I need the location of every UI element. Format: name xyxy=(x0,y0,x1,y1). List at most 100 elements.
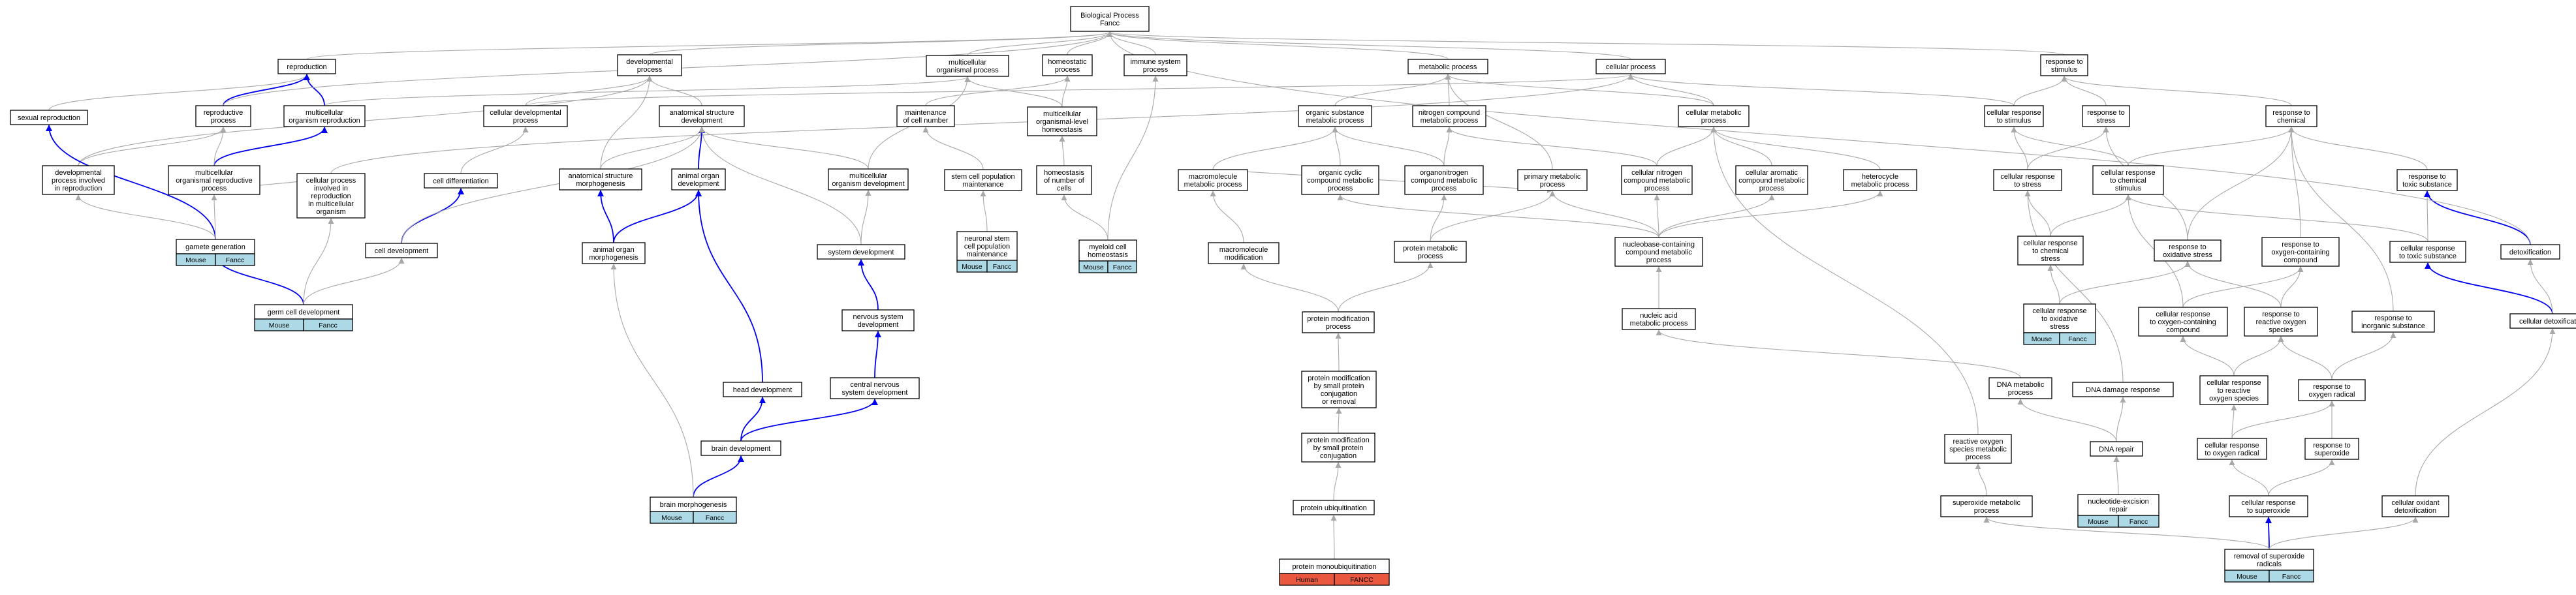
go-term-sysdev[interactable]: system development xyxy=(817,244,905,260)
go-term-label: process xyxy=(211,117,236,125)
go-term-dnadamage[interactable]: DNA damage response xyxy=(2072,382,2174,397)
go-term-label: organism development xyxy=(832,180,904,188)
go-term-reproduction[interactable]: reproduction xyxy=(277,59,336,74)
edge-protmodconj-to-protmodsmall xyxy=(1336,408,1342,434)
go-term-protubiq[interactable]: protein ubiquitination xyxy=(1293,500,1375,515)
go-term-headdev[interactable]: head development xyxy=(723,382,802,397)
edge-superoxmeta-to-rosmeta xyxy=(1975,463,1987,496)
go-term-label: DNA repair xyxy=(2099,446,2134,453)
go-term-dnarepair[interactable]: DNA repair xyxy=(2090,441,2143,457)
go-term-celldiff[interactable]: cell differentiation xyxy=(424,173,498,189)
edge-cellmeta-to-cellproc xyxy=(1627,74,1714,106)
gene-label: Fancc xyxy=(706,514,725,522)
go-term-celldev[interactable]: cell development xyxy=(365,243,438,258)
go-term-celldetox[interactable]: cellular detoxification xyxy=(2509,313,2576,329)
edge-cellrespchemstress-to-cellrespstress xyxy=(2024,191,2051,237)
edge-brainmorph-to-animalorganmorph xyxy=(610,264,694,498)
go-term-label: process xyxy=(2008,389,2034,397)
go-term-box xyxy=(277,59,336,74)
go-term-cellproc[interactable]: cellular process xyxy=(1595,59,1666,74)
edge-dnadamage-to-cellrespstress xyxy=(2024,191,2124,383)
go-term-detox[interactable]: detoxification xyxy=(2500,244,2560,260)
go-term-braindev[interactable]: brain development xyxy=(700,440,781,456)
organism-label: Mouse xyxy=(269,322,290,329)
go-term-box xyxy=(1993,169,2062,191)
go-term-label: cellular response xyxy=(1987,109,2041,117)
go-term-metabolic[interactable]: metabolic process xyxy=(1407,59,1488,74)
go-term-sexrepro[interactable]: sexual reproduction xyxy=(10,110,88,125)
